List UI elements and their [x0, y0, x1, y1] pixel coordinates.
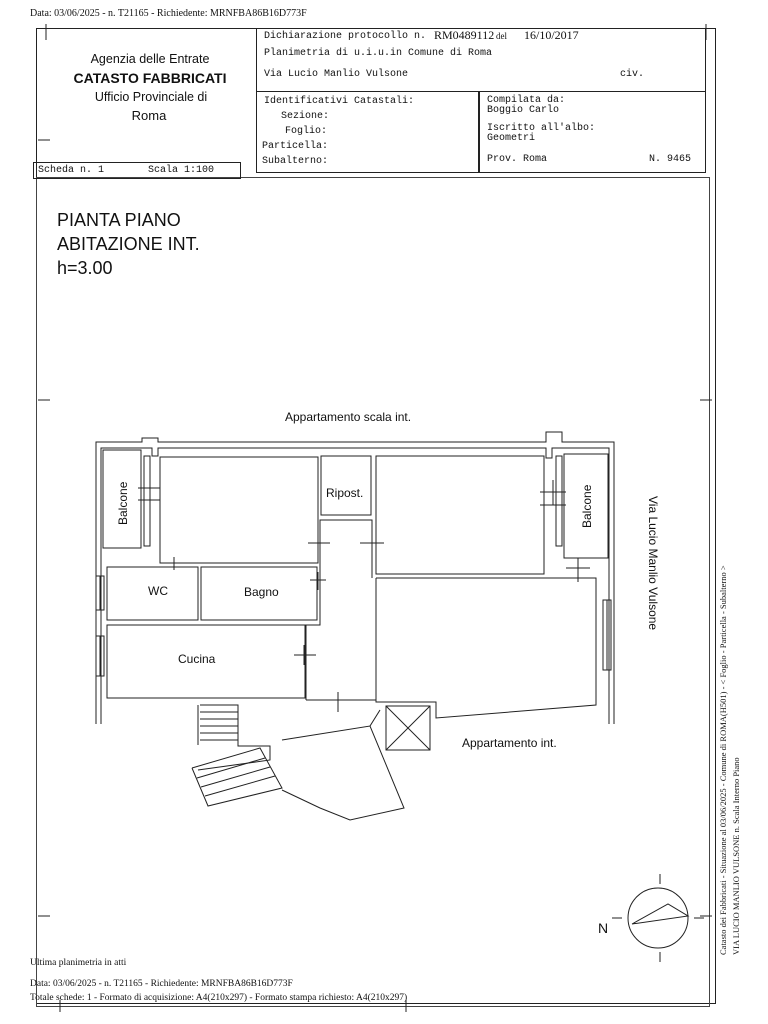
top-note: Data: 03/06/2025 - n. T21165 - Richieden… [30, 8, 307, 19]
street-label: Via Lucio Manlio Vulsone [264, 69, 409, 80]
identifiers-box [256, 91, 480, 173]
label-bagno: Bagno [244, 585, 279, 599]
agency-line2: CATASTO FABBRICATI [73, 70, 227, 86]
side-note-line2: VIA LUCIO MANLIO VULSONE n. Scala Intern… [731, 757, 741, 955]
agency-line3: Ufficio Provinciale di [94, 90, 208, 104]
plan-label: Planimetria di u.i.u.in Comune di Roma [264, 48, 493, 59]
subalterno-label: Subalterno: [262, 156, 329, 167]
label-appartamento-int: Appartamento int. [462, 736, 557, 750]
albo-number: N. 9465 [649, 154, 692, 165]
plan-title-line2: ABITAZIONE INT. [57, 234, 200, 254]
protocol-value: RM0489112 [434, 28, 495, 42]
label-appartamento-top: Appartamento scala int. [285, 410, 412, 424]
label-cucina: Cucina [178, 652, 216, 666]
plan-frame [36, 177, 710, 1007]
registered-label: Iscritto all'albo: [487, 123, 596, 134]
last-plan-note: Ultima planimetria in atti [30, 958, 127, 968]
registered-value: Geometri [487, 133, 536, 144]
civ-label: civ. [620, 69, 645, 80]
particella-label: Particella: [262, 141, 329, 152]
label-ripost: Ripost. [326, 486, 364, 500]
scala-label: Scala 1:100 [148, 165, 215, 176]
compass-north-letter: N [598, 920, 609, 936]
footer-line2: Totale schede: 1 - Formato di acquisizio… [30, 993, 408, 1003]
compiled-value: Boggio Carlo [487, 105, 560, 116]
date-label: del [496, 31, 507, 41]
label-balcone-left: Balcone [116, 481, 130, 525]
scheda-box [33, 162, 241, 179]
date-value: 16/10/2017 [524, 28, 579, 42]
prov-label: Prov. Roma [487, 154, 548, 165]
sezione-label: Sezione: [281, 111, 330, 122]
agency-line1: Agenzia delle Entrate [90, 52, 210, 66]
agency-line4: Roma [131, 108, 167, 123]
identifiers-title: Identificativi Catastali: [264, 96, 415, 107]
footer-line1: Data: 03/06/2025 - n. T21165 - Richieden… [30, 979, 293, 989]
compiled-label: Compilata da: [487, 95, 566, 106]
label-balcone-right: Balcone [580, 484, 594, 528]
label-street-vertical: Via Lucio Manlio Vulsone [646, 496, 660, 631]
scheda-label: Scheda n. 1 [38, 165, 105, 176]
plan-title-line1: PIANTA PIANO [57, 210, 181, 230]
side-note-line1: Catasto dei Fabbricati - Situazione al 0… [718, 565, 728, 955]
foglio-label: Foglio: [285, 126, 328, 137]
label-wc: WC [148, 584, 168, 598]
plan-title-line3: h=3.00 [57, 258, 113, 278]
protocol-label: Dichiarazione protocollo n. [264, 31, 427, 42]
compiler-box [478, 91, 706, 173]
